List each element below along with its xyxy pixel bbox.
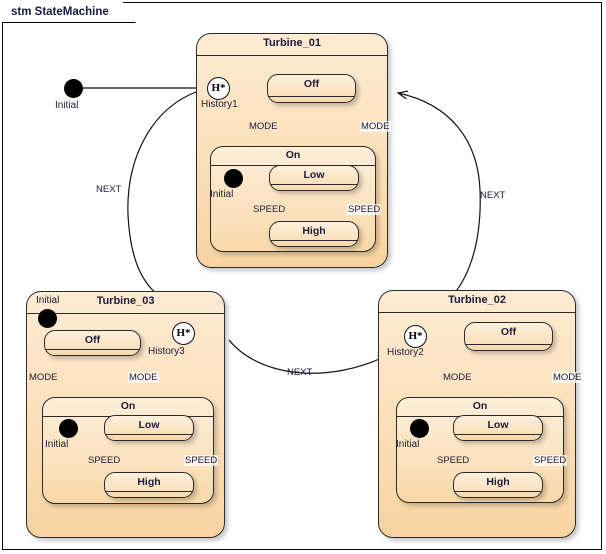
state-label-off: Off: [500, 326, 517, 338]
state-label-off: Off: [303, 78, 320, 90]
region-02-title: On: [472, 400, 488, 412]
initial-pseudostate-turbine-02-on[interactable]: [410, 419, 429, 438]
transition-label-next-bottom: NEXT: [287, 367, 313, 378]
state-label-high: High: [137, 476, 161, 488]
turbine-02-title: Turbine_02: [448, 294, 506, 306]
initial-label-turbine-01-on: Initial: [210, 189, 234, 200]
history-1-glyph: H*: [211, 82, 226, 94]
state-rule: [105, 434, 193, 435]
turbine-02-title-rule: [379, 312, 575, 313]
initial-label-top: Initial: [55, 100, 79, 111]
transition-label-mode-left-01: MODE: [249, 121, 278, 132]
state-rule: [268, 96, 355, 97]
transition-label-mode-right-02: MODE: [552, 372, 583, 383]
state-turbine-02-low[interactable]: Low: [453, 415, 543, 441]
state-label-low: Low: [487, 419, 509, 431]
history-3-glyph: H*: [176, 327, 191, 339]
state-turbine-01-high[interactable]: High: [269, 221, 359, 247]
region-01-title: On: [285, 149, 301, 161]
state-label-low: Low: [303, 169, 325, 181]
transition-label-next-left: NEXT: [96, 184, 122, 195]
transition-label-mode-left-03: MODE: [29, 372, 58, 383]
transition-label-mode-right-03: MODE: [128, 372, 159, 383]
initial-pseudostate-turbine-03-on[interactable]: [59, 419, 78, 438]
initial-label-turbine-03: Initial: [36, 295, 60, 306]
initial-pseudostate-turbine-03[interactable]: [38, 309, 57, 328]
initial-pseudostate-top[interactable]: [64, 79, 83, 98]
state-turbine-03-off[interactable]: Off: [44, 330, 141, 356]
transition-label-speed-right-02: SPEED: [533, 455, 568, 466]
transition-label-speed-right-03: SPEED: [184, 455, 219, 466]
history-2-label: History2: [387, 347, 424, 358]
state-rule: [454, 434, 542, 435]
state-rule: [270, 184, 358, 185]
turbine-01-title: Turbine_01: [263, 37, 321, 49]
transition-label-speed-left-02: SPEED: [437, 455, 470, 466]
state-turbine-02-high[interactable]: High: [453, 472, 543, 498]
initial-label-turbine-03-on: Initial: [45, 439, 69, 450]
state-rule: [454, 491, 542, 492]
state-turbine-03-high[interactable]: High: [104, 472, 194, 498]
transition-label-mode-right-01: MODE: [360, 121, 391, 132]
state-label-low: Low: [138, 419, 160, 431]
transition-label-speed-right-01: SPEED: [347, 204, 382, 215]
history-1-label: History1: [201, 99, 238, 110]
state-rule: [45, 349, 140, 350]
transition-label-speed-left-01: SPEED: [253, 204, 286, 215]
state-rule: [270, 240, 358, 241]
history-3-label: History3: [148, 346, 185, 357]
turbine-01-title-rule: [197, 55, 387, 56]
region-03-title: On: [120, 400, 136, 412]
transition-label-mode-left-02: MODE: [443, 372, 472, 383]
transition-label-speed-left-03: SPEED: [88, 455, 121, 466]
history-pseudostate-1[interactable]: H*: [207, 77, 230, 100]
state-label-off: Off: [84, 334, 101, 346]
frame-label: stm StateMachine: [2, 2, 136, 23]
turbine-03-title-rule: [27, 313, 224, 314]
turbine-03-title: Turbine_03: [96, 295, 155, 307]
state-turbine-03-low[interactable]: Low: [104, 415, 194, 441]
state-turbine-01-off[interactable]: Off: [267, 74, 356, 103]
history-2-glyph: H*: [408, 330, 423, 342]
state-rule: [105, 491, 193, 492]
initial-label-turbine-02-on: Initial: [396, 439, 420, 450]
state-rule: [465, 344, 552, 345]
state-label-high: High: [486, 476, 510, 488]
initial-pseudostate-turbine-01-on[interactable]: [224, 169, 243, 188]
state-label-high: High: [302, 225, 326, 237]
state-turbine-01-low[interactable]: Low: [269, 165, 359, 191]
history-pseudostate-3[interactable]: H*: [172, 322, 195, 345]
transition-label-next-right: NEXT: [480, 190, 506, 201]
state-turbine-02-off[interactable]: Off: [464, 322, 553, 351]
history-pseudostate-2[interactable]: H*: [404, 325, 427, 348]
